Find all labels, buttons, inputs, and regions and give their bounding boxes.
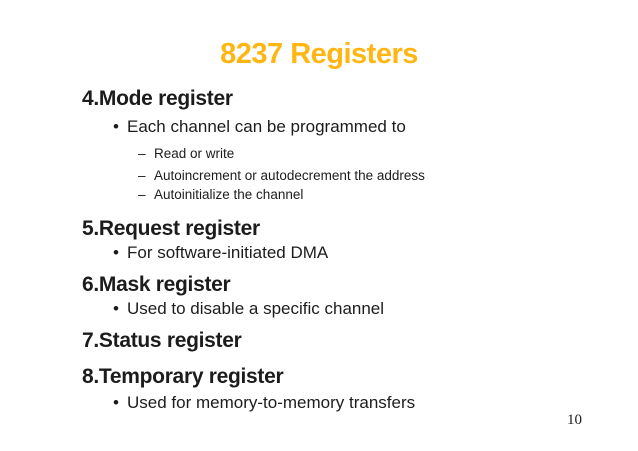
section-heading: 6.Mask register xyxy=(82,273,231,296)
bullet-item: • Used for memory-to-memory transfers xyxy=(113,392,610,414)
section-heading: 7.Status register xyxy=(82,329,242,352)
bullet-text: Used to disable a specific channel xyxy=(127,299,385,318)
bullet-icon: • xyxy=(113,117,119,136)
sub-bullet-text: Autoinitialize the channel xyxy=(154,187,304,202)
sub-bullet-item: – Autoincrement or autodecrement the add… xyxy=(138,166,610,185)
section-mask-register: 6.Mask register • Used to disable a spec… xyxy=(82,272,610,320)
section-temporary-register: 8.Temporary register • Used for memory-t… xyxy=(82,364,610,414)
sub-bullet-item: – Read or write xyxy=(138,144,610,163)
dash-icon: – xyxy=(138,168,146,183)
bullet-icon: • xyxy=(113,243,119,262)
bullet-item: • For software-initiated DMA xyxy=(113,242,610,264)
section-request-register: 5.Request register • For software-initia… xyxy=(82,216,610,264)
bullet-icon: • xyxy=(113,393,119,412)
sub-bullet-text: Autoincrement or autodecrement the addre… xyxy=(154,168,425,183)
bullet-item: • Each channel can be programmed to xyxy=(113,116,610,138)
sub-bullet-text: Read or write xyxy=(154,146,235,161)
dash-icon: – xyxy=(138,187,146,202)
bullet-text: For software-initiated DMA xyxy=(127,243,329,262)
section-mode-register: 4.Mode register • Each channel can be pr… xyxy=(82,86,610,204)
section-heading: 8.Temporary register xyxy=(82,365,284,388)
section-heading: 5.Request register xyxy=(82,217,260,240)
sub-bullet-item: – Autoinitialize the channel xyxy=(138,185,610,204)
slide-title: 8237 Registers xyxy=(220,38,418,70)
bullet-text: Each channel can be programmed to xyxy=(127,117,406,136)
dash-icon: – xyxy=(138,146,146,161)
bullet-icon: • xyxy=(113,299,119,318)
page-number: 10 xyxy=(567,412,582,428)
section-heading: 4.Mode register xyxy=(82,87,233,110)
section-status-register: 7.Status register xyxy=(82,328,610,354)
bullet-text: Used for memory-to-memory transfers xyxy=(127,393,416,412)
slide-body: 4.Mode register • Each channel can be pr… xyxy=(82,86,610,414)
bullet-item: • Used to disable a specific channel xyxy=(113,298,610,320)
